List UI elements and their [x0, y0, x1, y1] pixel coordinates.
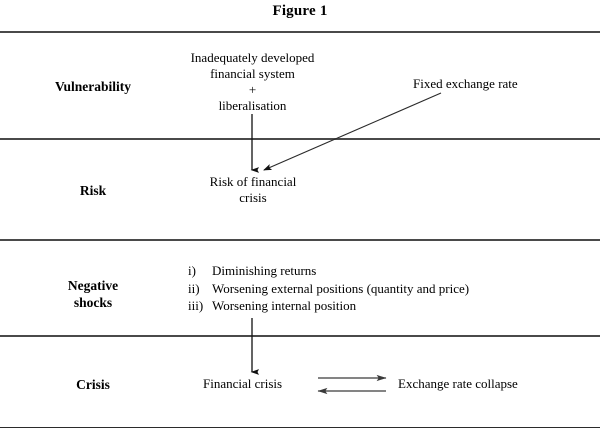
list-item: iii) Worsening internal position: [188, 297, 469, 315]
figure-title: Figure 1: [272, 3, 328, 19]
fixed-exchange-rate-label: Fixed exchange rate: [413, 76, 518, 91]
vulnerability-item-line-1: Inadequately developed: [190, 50, 315, 65]
row-label-negative-shocks-line-1: Negative: [67, 278, 119, 293]
divider-shocks-crisis: [0, 335, 600, 337]
list-item: ii) Worsening external positions (quanti…: [188, 280, 469, 298]
vulnerability-item-line-4: liberalisation: [218, 98, 287, 113]
risk-item-line-2: crisis: [239, 190, 267, 205]
list-item: i) Diminishing returns: [188, 262, 469, 280]
divider-risk-shocks: [0, 239, 600, 241]
list-item-marker: ii): [188, 280, 200, 296]
divider-bottom: [0, 427, 600, 428]
row-label-risk: Risk: [79, 183, 107, 198]
list-item-label: Worsening internal position: [212, 298, 357, 313]
exchange-rate-collapse-label: Exchange rate collapse: [398, 376, 518, 391]
row-label-negative-shocks-line-2: shocks: [73, 295, 113, 310]
risk-item-line-1: Risk of financial: [209, 174, 297, 189]
divider-top: [0, 31, 600, 33]
list-item-marker: iii): [188, 298, 204, 313]
list-item-label: Diminishing returns: [212, 263, 317, 278]
list-item-label: Worsening external positions (quantity a…: [212, 280, 470, 296]
financial-crisis-label: Financial crisis: [203, 376, 283, 391]
vulnerability-item-plus: +: [248, 82, 257, 97]
vulnerability-item-line-2: financial system: [210, 66, 295, 81]
row-label-crisis: Crisis: [76, 377, 110, 392]
list-item-marker: i): [188, 263, 196, 278]
row-label-vulnerability: Vulnerability: [54, 79, 132, 94]
negative-shocks-list: i) Diminishing returns ii) Worsening ext…: [188, 262, 469, 315]
divider-vulnerability-risk: [0, 138, 600, 140]
